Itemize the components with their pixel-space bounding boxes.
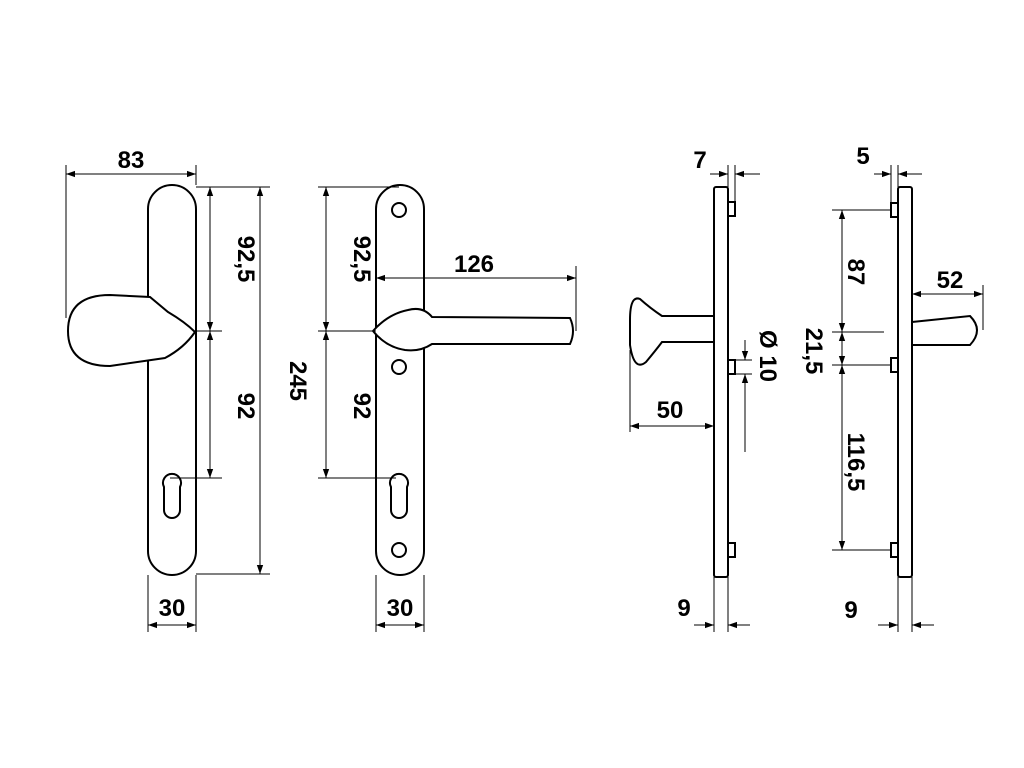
- knob-side-stud-middle: [727, 359, 736, 375]
- dim-knob-center-to-keyhole: 92: [232, 393, 259, 420]
- knob-body: [66, 293, 197, 368]
- dim-lever-projection: 52: [937, 267, 964, 294]
- dim-knob-plate-width: 30: [159, 595, 186, 622]
- dim-knob-width: 83: [118, 147, 145, 174]
- knob-side-plate: [713, 186, 729, 578]
- dim-lever-side-plate-thickness: 9: [844, 597, 857, 624]
- knob-side-shape: [629, 297, 715, 366]
- dim-knob-side-stud: 7: [693, 147, 706, 174]
- knob-side-stud-top: [727, 201, 736, 217]
- dim-lever-side-lower: 116,5: [842, 433, 869, 492]
- dimension-labels: 83 92,5 92 245 30 92,5 92 126 30 7 Ø 10 …: [118, 143, 964, 624]
- lever-handle: [371, 307, 574, 352]
- dim-lever-length: 126: [454, 251, 494, 278]
- lever-side-shape: [911, 314, 978, 346]
- lever-side-view: [832, 165, 984, 632]
- knob-plate-front-view: [65, 165, 270, 632]
- lever-side-plate: [897, 186, 913, 578]
- lever-side-stud-top: [890, 202, 899, 218]
- dim-lever-side-upper: 87: [842, 259, 869, 286]
- dim-lever-plate-width: 30: [387, 595, 414, 622]
- knob-side-stud-bottom: [727, 542, 736, 558]
- bottom-screw-hole: [391, 542, 407, 558]
- lever-keyhole: [389, 472, 409, 519]
- dim-lever-top-to-center: 92,5: [348, 236, 375, 283]
- dim-knob-projection: 50: [657, 397, 684, 424]
- top-screw-hole: [391, 202, 407, 218]
- lever-plate-front-view: [318, 184, 577, 632]
- dim-lever-side-stud: 5: [856, 143, 869, 170]
- dim-plate-length: 245: [284, 361, 311, 401]
- dim-knob-side-plate-thickness: 9: [677, 595, 690, 622]
- dim-lever-center-to-keyhole: 92: [348, 393, 375, 420]
- middle-screw-hole: [391, 359, 407, 375]
- lever-side-stud-bottom: [890, 542, 899, 558]
- dim-lever-side-middle: 21,5: [800, 328, 827, 375]
- lever-side-stud-middle: [890, 357, 899, 373]
- knob-keyhole: [162, 472, 182, 519]
- knob-side-view: [629, 165, 760, 632]
- dim-knob-side-hole-diameter: Ø 10: [754, 330, 781, 382]
- dim-knob-top-to-center: 92,5: [232, 236, 259, 283]
